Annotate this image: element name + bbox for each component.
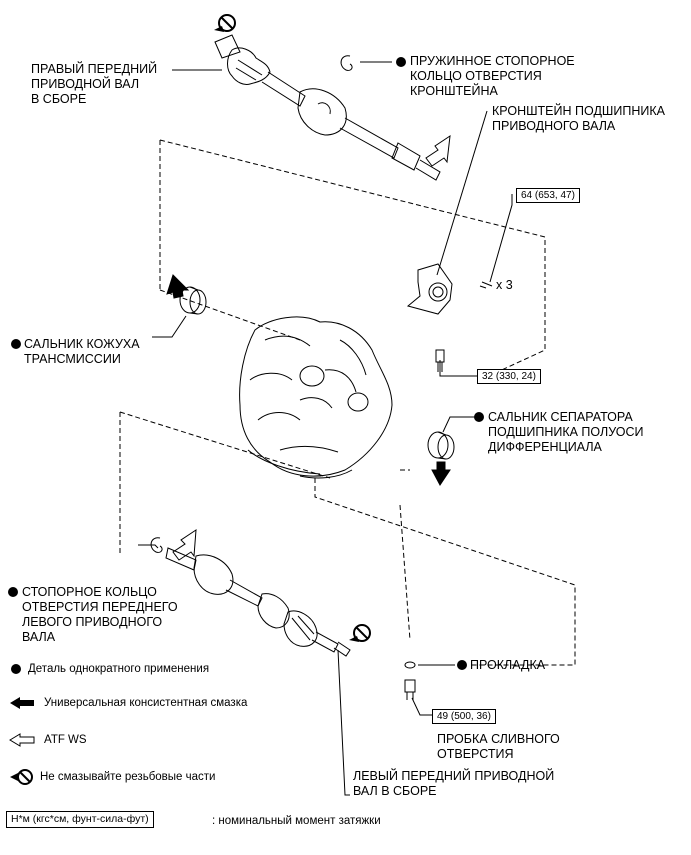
- no-lube-icon-left-shaft: [349, 624, 371, 642]
- spring-ring-drawing: [340, 55, 353, 71]
- gasket-drawing: [404, 661, 416, 669]
- case-seal-drawing: [179, 286, 207, 315]
- atf-arrow-right-shaft: [425, 134, 451, 167]
- assembly-dashed-lines: [119, 139, 576, 666]
- legend-torque-desc: : номинальный момент затяжки: [212, 815, 381, 827]
- atf-arrow-left-shaft: [172, 529, 197, 561]
- legend-non-reusable: Деталь однократного применения: [28, 663, 210, 675]
- legend-grease-arrow-icon: [10, 697, 34, 709]
- left-shaft-drawing: [165, 547, 351, 657]
- label-gasket: ПРОКЛАДКА: [470, 658, 546, 672]
- label-case-seal: САЛЬНИК КОЖУХА ТРАНСМИССИИ: [24, 337, 140, 366]
- torque-box-bracket-bolts: 64 (653, 47): [516, 188, 580, 203]
- transmission-housing-drawing: [239, 316, 393, 479]
- legend-dot-icon: [11, 664, 21, 674]
- bullet-diff-seal: [474, 412, 484, 422]
- label-drain-plug: ПРОБКА СЛИВНОГО ОТВЕРСТИЯ: [437, 732, 560, 761]
- diff-seal-drawing: [427, 431, 455, 460]
- legend-atf-arrow-icon: [9, 733, 35, 747]
- label-bearing-bracket: КРОНШТЕЙН ПОДШИПНИКА ПРИВОДНОГО ВАЛА: [492, 104, 665, 133]
- legend-atf: ATF WS: [44, 734, 87, 746]
- bullet-case-seal: [11, 339, 21, 349]
- bullet-left-snap-ring: [8, 587, 18, 597]
- label-spring-ring: ПРУЖИННОЕ СТОПОРНОЕ КОЛЬЦО ОТВЕРСТИЯ КРО…: [410, 54, 575, 98]
- leader-lines: [138, 61, 513, 796]
- label-right-shaft: ПРАВЫЙ ПЕРЕДНИЙ ПРИВОДНОЙ ВАЛ В СБОРЕ: [31, 62, 158, 106]
- legend-torque-symbol: Н*м (кгс*см, фунт-сила-фут): [6, 811, 154, 828]
- label-left-snap-ring: СТОПОРНОЕ КОЛЬЦО ОТВЕРСТИЯ ПЕРЕДНЕГО ЛЕВ…: [22, 585, 178, 644]
- bullet-spring-ring: [396, 57, 406, 67]
- bearing-bracket-drawing: [406, 263, 493, 315]
- drain-plug-drawing: [404, 679, 416, 700]
- legend-no-lube: Не смазывайте резьбовые части: [40, 771, 216, 783]
- bolt-count-label: x 3: [496, 278, 513, 292]
- legend-grease: Универсальная консистентная смазка: [44, 697, 248, 709]
- right-shaft-drawing: [214, 34, 441, 181]
- label-diff-seal: САЛЬНИК СЕПАРАТОРА ПОДШИПНИКА ПОЛУОСИ ДИ…: [488, 410, 644, 454]
- legend-no-lube-icon: [10, 769, 33, 785]
- left-snap-ring-drawing: [150, 537, 163, 553]
- bullet-gasket: [457, 660, 467, 670]
- legend-icons: [9, 664, 35, 785]
- torque-box-bracket-lower-bolt: 32 (330, 24): [477, 369, 541, 384]
- label-left-shaft: ЛЕВЫЙ ПЕРЕДНИЙ ПРИВОДНОЙ ВАЛ В СБОРЕ: [353, 769, 555, 798]
- grease-arrow-case-seal: [166, 274, 190, 299]
- bracket-bolt-drawing: [435, 349, 445, 372]
- torque-box-drain-plug: 49 (500, 36): [432, 709, 496, 724]
- no-lube-icon-right-shaft: [214, 14, 236, 32]
- grease-arrow-diff-seal: [431, 461, 451, 486]
